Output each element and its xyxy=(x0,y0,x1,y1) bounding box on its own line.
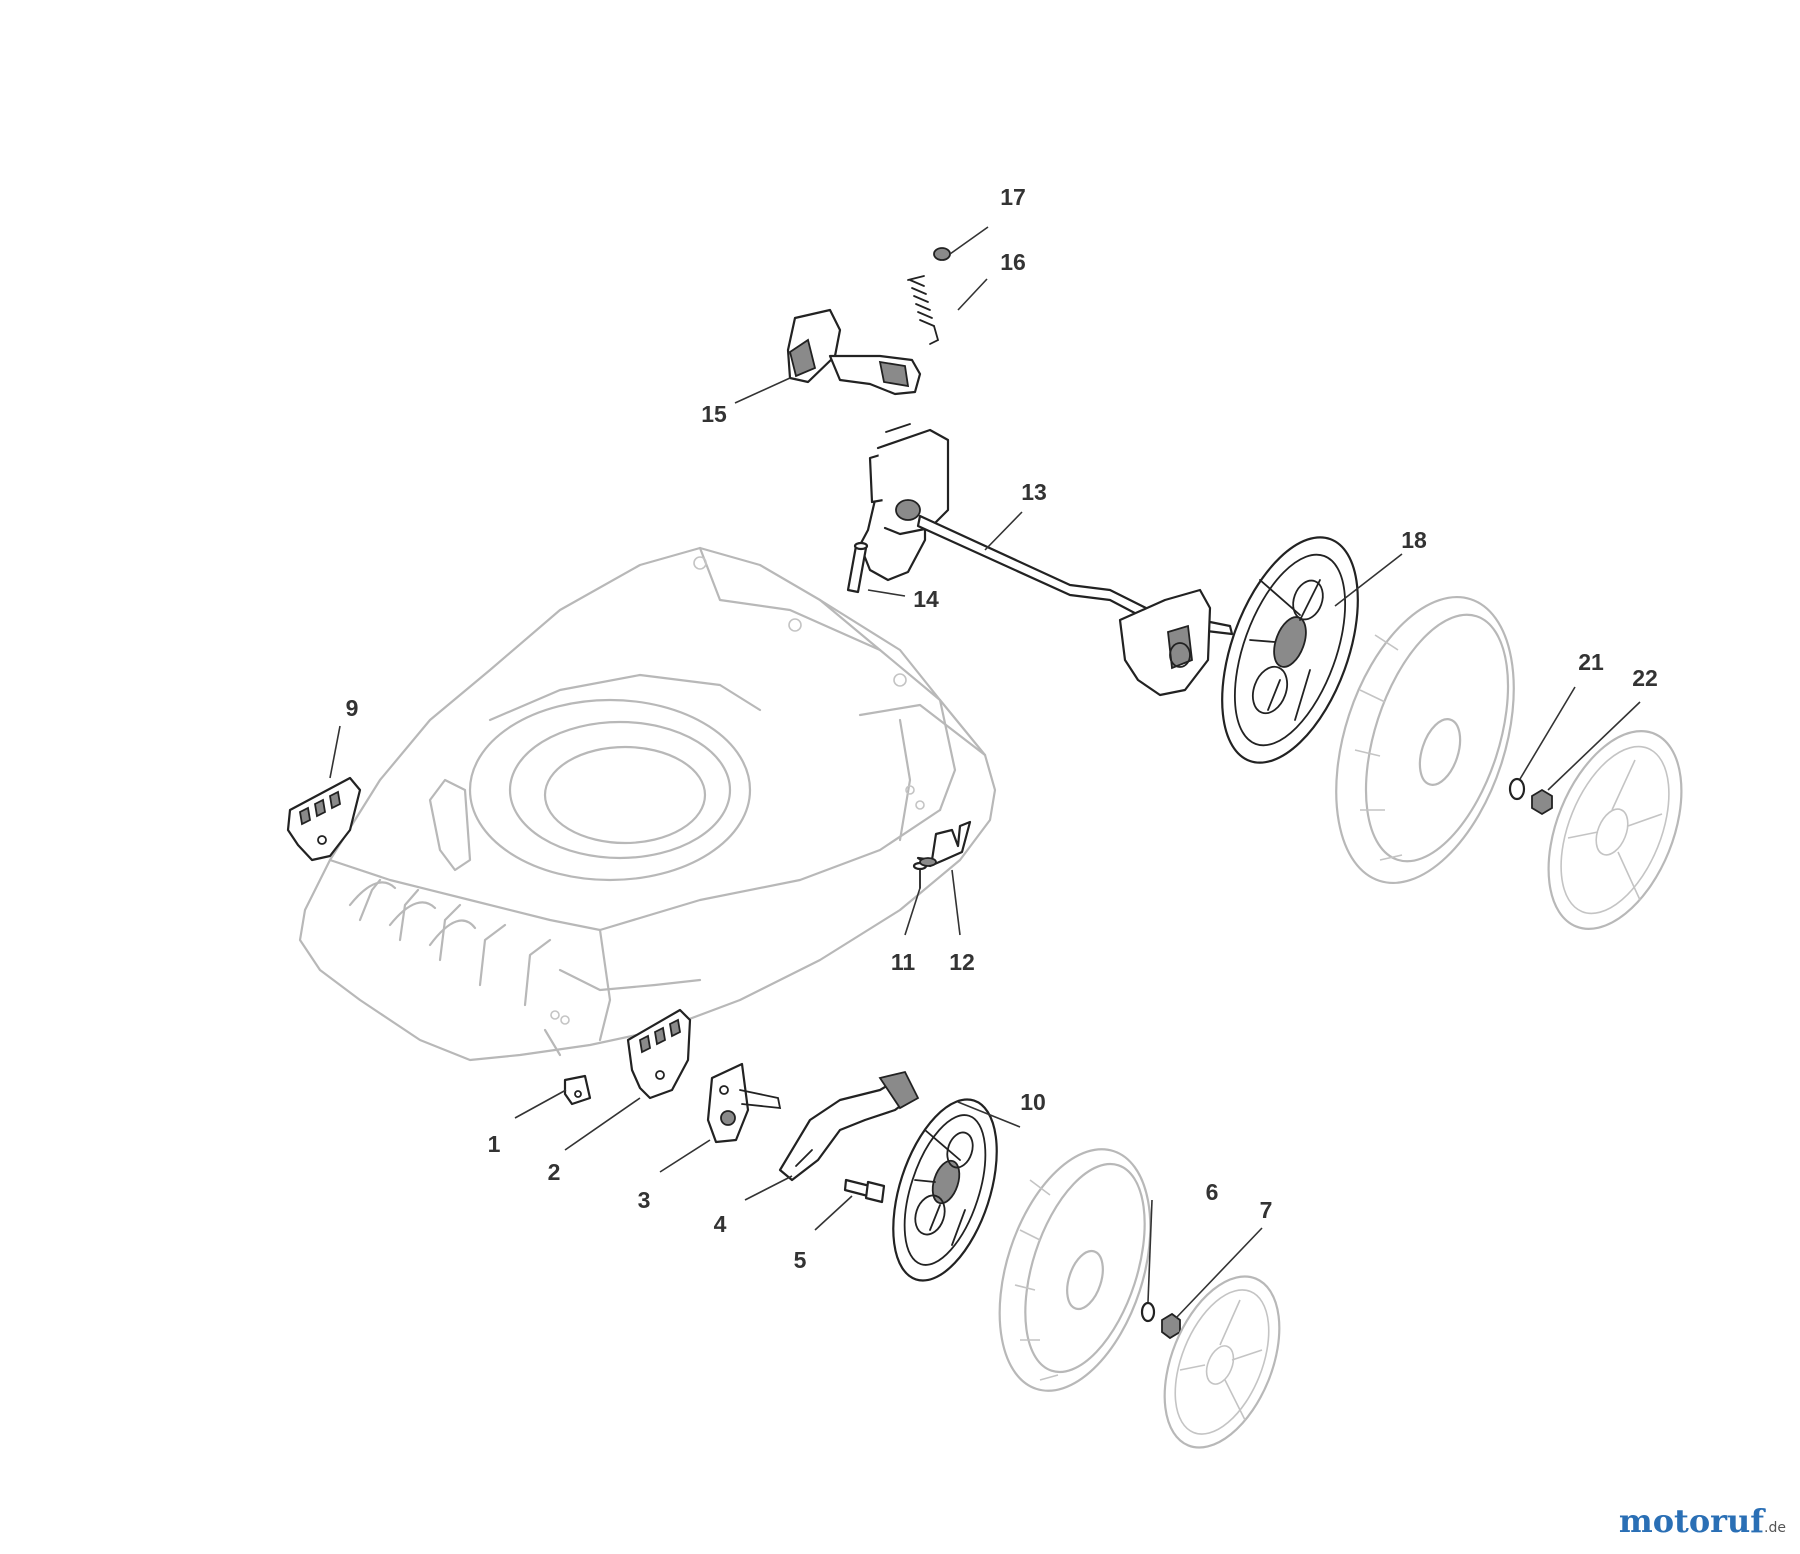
leader-14 xyxy=(867,589,906,597)
leader-13 xyxy=(984,511,1023,551)
leader-10 xyxy=(957,1101,1021,1128)
callout-3: 3 xyxy=(638,1187,651,1213)
leader-5 xyxy=(814,1195,853,1231)
leader-6 xyxy=(1147,1199,1153,1303)
leader-11 xyxy=(904,887,921,936)
callout-13: 13 xyxy=(1021,479,1047,505)
leader-2 xyxy=(564,1097,641,1151)
part-13-rear-axle xyxy=(858,423,1234,697)
part-10-wheel-disc xyxy=(892,1098,998,1282)
part-11-screw xyxy=(912,861,928,889)
callout-22: 22 xyxy=(1632,665,1658,691)
leader-9 xyxy=(329,725,341,779)
callout-14: 14 xyxy=(913,586,939,612)
watermark-logo: motoruf.de xyxy=(1619,1502,1786,1540)
part-9-height-plate xyxy=(286,776,362,862)
part-15-lever-handle xyxy=(786,308,922,396)
leader-12 xyxy=(951,869,961,936)
watermark-text: motoruf xyxy=(1618,1502,1765,1540)
part-2-height-plate xyxy=(626,1008,692,1100)
part-18-wheel-disc xyxy=(1221,536,1359,764)
callout-4: 4 xyxy=(714,1211,727,1237)
callout-2: 2 xyxy=(548,1159,561,1185)
callout-5: 5 xyxy=(794,1247,807,1273)
part-4-lever xyxy=(778,1070,920,1182)
leader-22 xyxy=(1547,701,1641,791)
callout-6: 6 xyxy=(1206,1179,1219,1205)
part-12-bracket xyxy=(916,820,972,868)
callout-10: 10 xyxy=(1020,1089,1046,1115)
callout-17: 17 xyxy=(1000,184,1026,210)
front-hub-cap xyxy=(1163,1275,1281,1449)
callout-12: 12 xyxy=(949,949,975,975)
part-16-spring xyxy=(907,275,940,345)
front-wheel-tyre xyxy=(998,1148,1152,1392)
leader-4 xyxy=(744,1175,793,1201)
callout-18: 18 xyxy=(1401,527,1427,553)
part-5-bolt xyxy=(843,1178,886,1204)
callout-11: 11 xyxy=(891,949,916,975)
watermark-tld: .de xyxy=(1764,1520,1786,1536)
part-3-bracket xyxy=(706,1062,782,1144)
part-6-washer xyxy=(1140,1301,1156,1323)
leader-7 xyxy=(1175,1227,1263,1319)
callout-1: 1 xyxy=(488,1131,501,1157)
part-1-clip xyxy=(563,1074,592,1106)
rear-hub-cap xyxy=(1547,730,1683,930)
callout-9: 9 xyxy=(346,695,359,721)
leader-21 xyxy=(1519,686,1576,780)
part-21-washer xyxy=(1508,777,1526,801)
leader-lines xyxy=(329,226,1641,1319)
leader-1 xyxy=(514,1089,567,1119)
callout-labels: 1 2 3 4 5 6 7 9 10 11 12 13 14 15 16 17 … xyxy=(346,184,1658,1273)
rear-wheel-tyre xyxy=(1335,595,1515,885)
callout-7: 7 xyxy=(1260,1197,1273,1223)
leader-15 xyxy=(734,377,791,404)
part-17-nut xyxy=(933,247,951,261)
leader-18 xyxy=(1334,553,1403,607)
part-14-pin xyxy=(846,541,869,594)
callout-16: 16 xyxy=(1000,249,1026,275)
leader-16 xyxy=(957,278,988,311)
callout-21: 21 xyxy=(1578,649,1604,675)
leader-17 xyxy=(949,226,989,255)
leader-3 xyxy=(659,1139,711,1173)
part-22-nut xyxy=(1531,788,1553,816)
mower-deck xyxy=(298,546,997,1062)
callout-15: 15 xyxy=(701,401,727,427)
